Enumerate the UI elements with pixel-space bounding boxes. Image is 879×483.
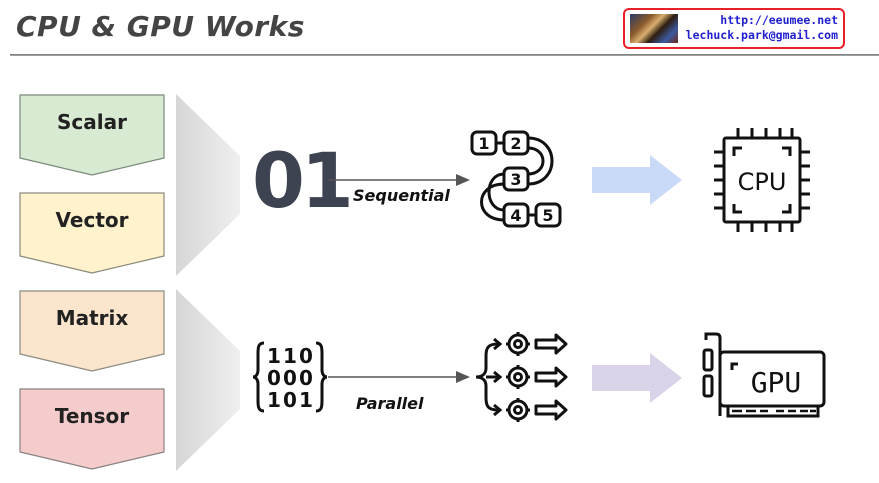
matrix-cell: 1 bbox=[267, 344, 281, 368]
data-type-matrix: Matrix bbox=[19, 290, 165, 372]
step-label: 2 bbox=[510, 134, 521, 153]
data-type-scalar: Scalar bbox=[19, 94, 165, 176]
page-title: CPU & GPU Works bbox=[16, 10, 305, 43]
parallel-gears-icon bbox=[475, 332, 568, 422]
sequential-arrow bbox=[328, 174, 470, 186]
matrix-cell: 0 bbox=[299, 344, 313, 368]
matrix-cell: 1 bbox=[299, 388, 313, 412]
step-label: 3 bbox=[510, 170, 521, 189]
cpu-label: CPU bbox=[738, 168, 787, 196]
data-type-label: Vector bbox=[55, 208, 129, 232]
step-label: 4 bbox=[510, 206, 521, 225]
to-cpu-arrow bbox=[592, 155, 682, 205]
funnel-shape-bottom bbox=[176, 289, 240, 471]
step-label: 5 bbox=[542, 206, 553, 225]
matrix-cell: 0 bbox=[283, 366, 297, 390]
matrix-cell: 0 bbox=[299, 366, 313, 390]
author-email[interactable]: lechuck.park@gmail.com bbox=[685, 28, 838, 42]
matrix-cell: 0 bbox=[267, 366, 281, 390]
data-type-label: Matrix bbox=[55, 306, 129, 330]
data-type-vector: Vector bbox=[19, 192, 165, 274]
cpu-chip-icon: CPU bbox=[714, 128, 810, 232]
matrix-cell: 0 bbox=[283, 388, 297, 412]
sequential-steps-icon: 1 2 3 4 5 bbox=[470, 130, 562, 228]
header-divider bbox=[10, 54, 879, 56]
sequential-label: Sequential bbox=[353, 186, 450, 205]
binary-matrix-icon: 1 1 0 0 0 0 1 0 1 bbox=[252, 341, 328, 413]
data-type-label: Scalar bbox=[57, 110, 127, 134]
step-label: 1 bbox=[478, 134, 489, 153]
to-gpu-arrow bbox=[592, 353, 682, 403]
parallel-label: Parallel bbox=[356, 394, 424, 413]
gpu-label: GPU bbox=[751, 366, 802, 399]
data-type-label: Tensor bbox=[54, 404, 130, 428]
matrix-cell: 1 bbox=[283, 344, 297, 368]
parallel-arrow bbox=[328, 371, 470, 383]
author-thumbnail bbox=[630, 14, 678, 43]
matrix-cell: 1 bbox=[267, 388, 281, 412]
funnel-shape-top bbox=[176, 94, 240, 276]
author-url[interactable]: http://eeumee.net bbox=[720, 13, 838, 27]
author-badge: http://eeumee.net lechuck.park@gmail.com bbox=[623, 8, 845, 49]
gpu-card-icon: GPU bbox=[702, 332, 826, 418]
data-type-tensor: Tensor bbox=[19, 388, 165, 470]
